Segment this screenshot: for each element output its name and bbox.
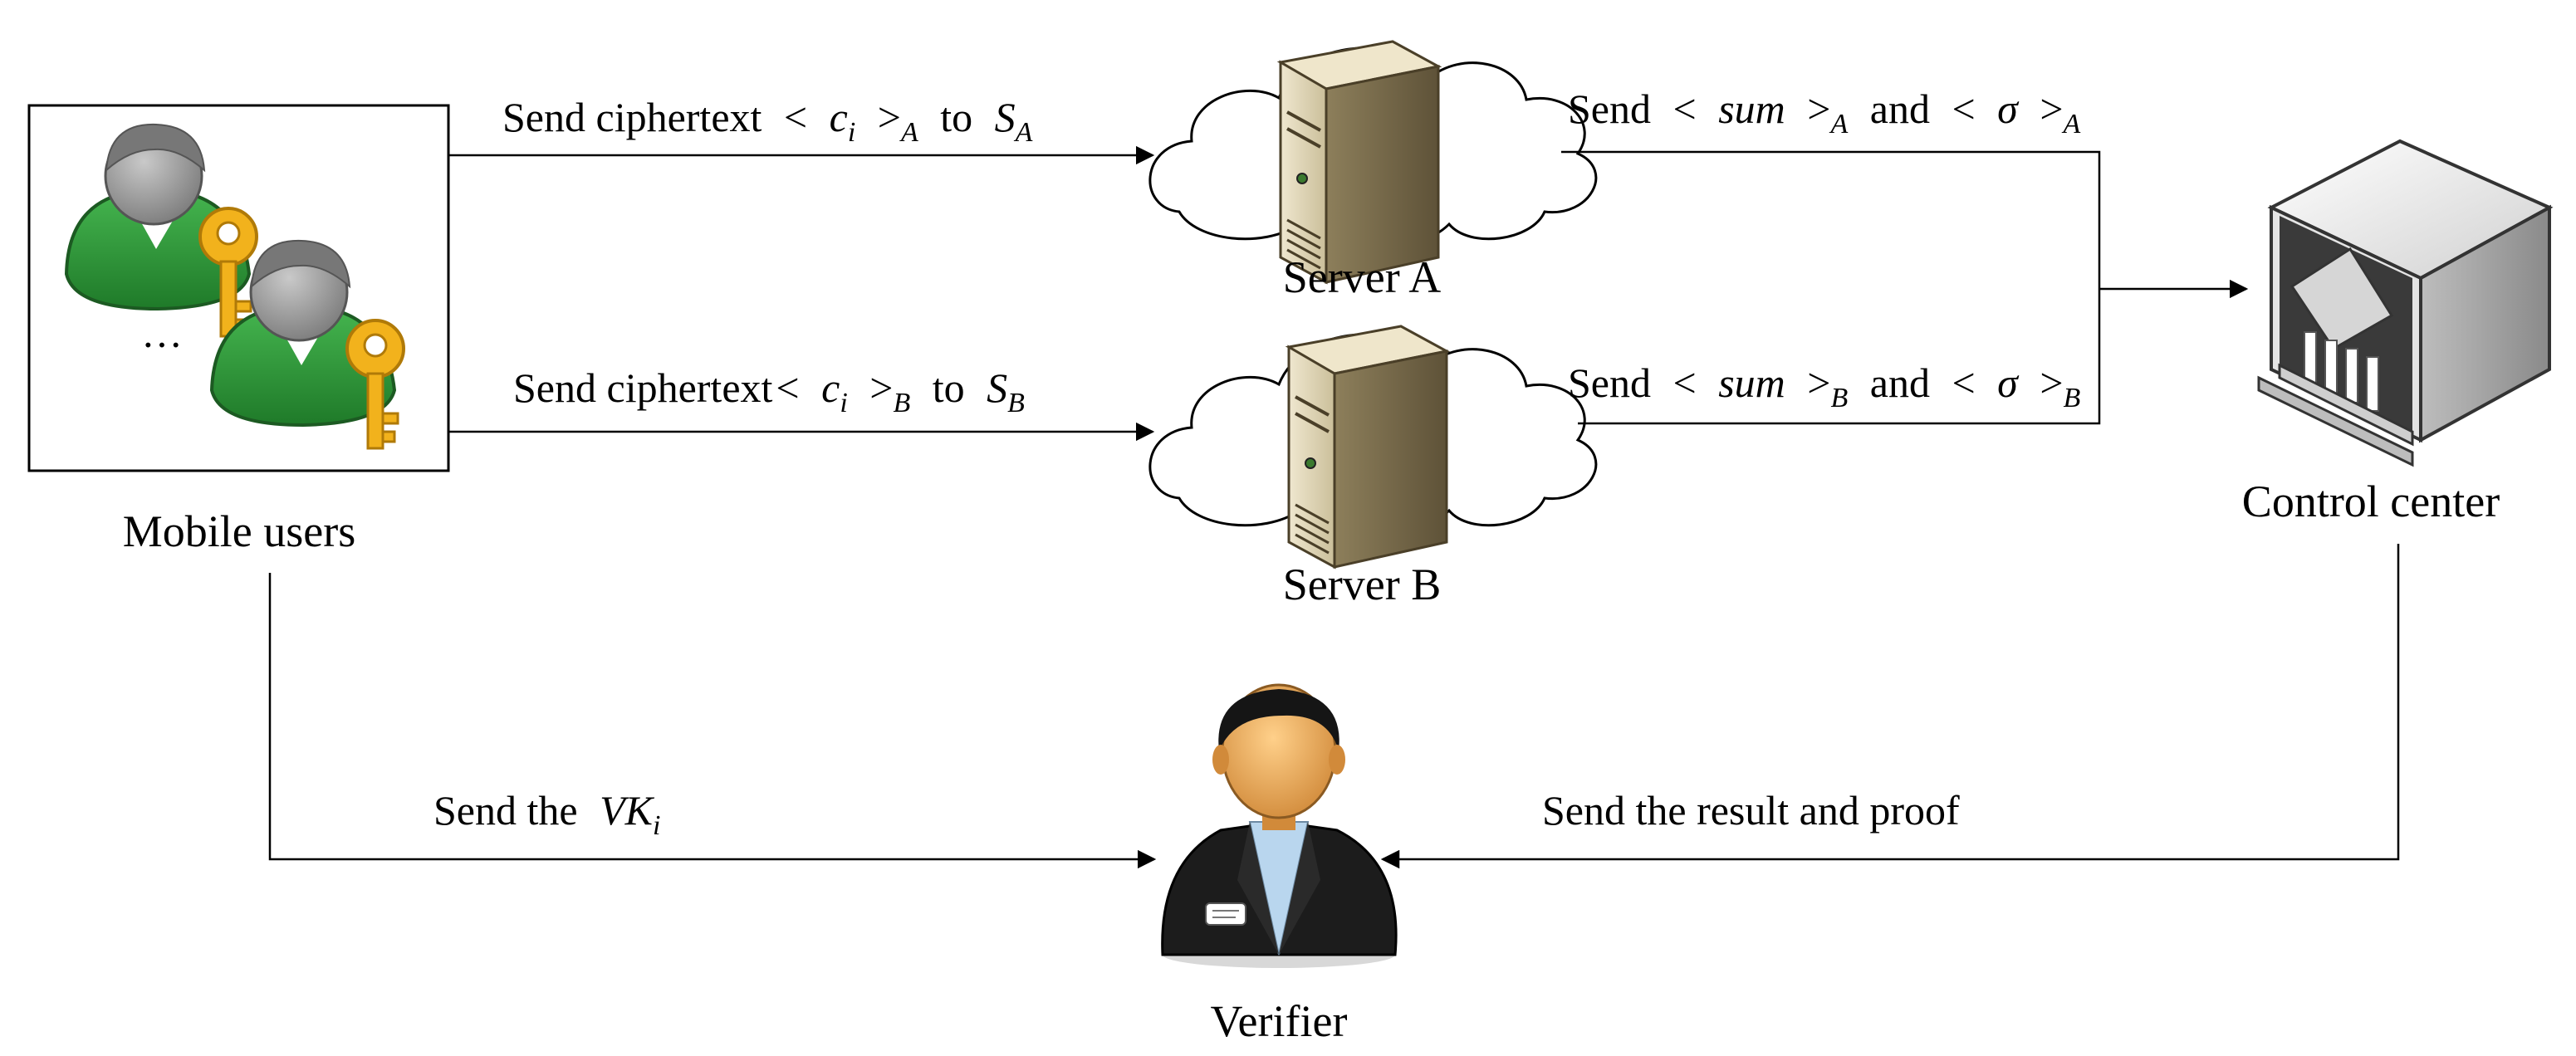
edge-label-server-b-to-center: Send < sum >B and < σ >B (1568, 359, 2081, 416)
server-b-label: Server B (1283, 560, 1441, 609)
control-center-label: Control center (2242, 477, 2500, 526)
server-b-node[interactable] (1148, 325, 1598, 569)
edge-label-server-a-to-center: Send < sum >A and < σ >A (1568, 86, 2081, 142)
server-icon (1279, 40, 1440, 284)
control-center-node[interactable] (2257, 139, 2554, 467)
line-server-a-to-junction (1561, 150, 2101, 289)
verifier-person-icon (1161, 683, 1398, 968)
server-a-label: Server A (1283, 252, 1441, 302)
mobile-users-label: Mobile users (123, 506, 355, 556)
edge-label-to-server-a: Send ciphertext < ci >A to SA (502, 94, 1033, 150)
server-icon (1287, 325, 1448, 569)
user-with-key-icon (209, 239, 405, 450)
server-a-node[interactable] (1148, 40, 1598, 284)
line-server-b-to-junction (1578, 289, 2101, 425)
verifier-node[interactable] (1161, 683, 1398, 968)
bank-building-icon (2257, 139, 2554, 467)
edge-label-users-to-verifier: Send the VKi (433, 787, 660, 841)
edge-label-center-to-verifier: Send the result and proof (1542, 787, 1960, 834)
user-with-key-icon (64, 123, 258, 338)
arrow-users-to-verifier (268, 573, 1157, 869)
edge-label-to-server-b: Send ciphertext< ci >B to SB (513, 364, 1025, 421)
mobile-users-node[interactable]: ··· (27, 104, 450, 472)
arrow-center-to-verifier (1380, 544, 2400, 869)
verifier-label: Verifier (1211, 996, 1348, 1046)
ellipsis: ··· (141, 321, 183, 368)
